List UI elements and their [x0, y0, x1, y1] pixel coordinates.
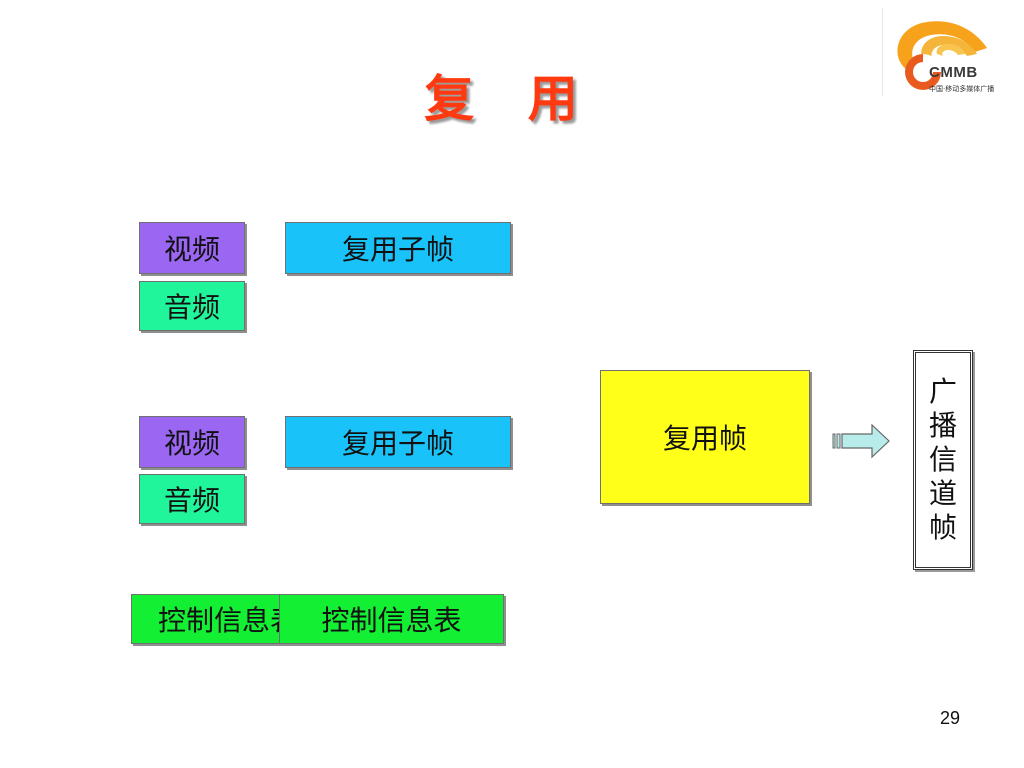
page-number: 29	[940, 708, 961, 728]
mux-subframe-box-2: 复用子帧	[285, 416, 511, 468]
cmmb-swirl-icon	[897, 21, 987, 90]
broadcast-frame-char: 播	[928, 409, 957, 442]
control-info-table-front: 控制信息表	[279, 594, 504, 644]
broadcast-frame-char: 信	[928, 443, 957, 476]
mux-frame-box: 复用帧	[600, 370, 810, 504]
video-box-2: 视频	[139, 416, 245, 468]
logo-brand-text: CMMB	[929, 64, 978, 81]
audio-box-2: 音频	[139, 474, 245, 524]
cmmb-logo: CMMB 中国·移动多媒体广播	[882, 8, 1021, 96]
broadcast-channel-frame-box: 广 播 信 道 帧	[913, 350, 973, 570]
control-info-table-back: 控制信息表	[131, 594, 291, 644]
mux-subframe-box-1: 复用子帧	[285, 222, 511, 274]
audio-box-1: 音频	[139, 281, 245, 331]
logo-subtitle-text: 中国·移动多媒体广播	[929, 85, 995, 93]
broadcast-frame-char: 帧	[928, 511, 957, 544]
broadcast-frame-char: 广	[928, 375, 957, 408]
broadcast-frame-char: 道	[928, 477, 957, 510]
page-title: 复 用	[424, 70, 596, 128]
video-box-1: 视频	[139, 222, 245, 274]
right-arrow-icon	[832, 423, 890, 459]
